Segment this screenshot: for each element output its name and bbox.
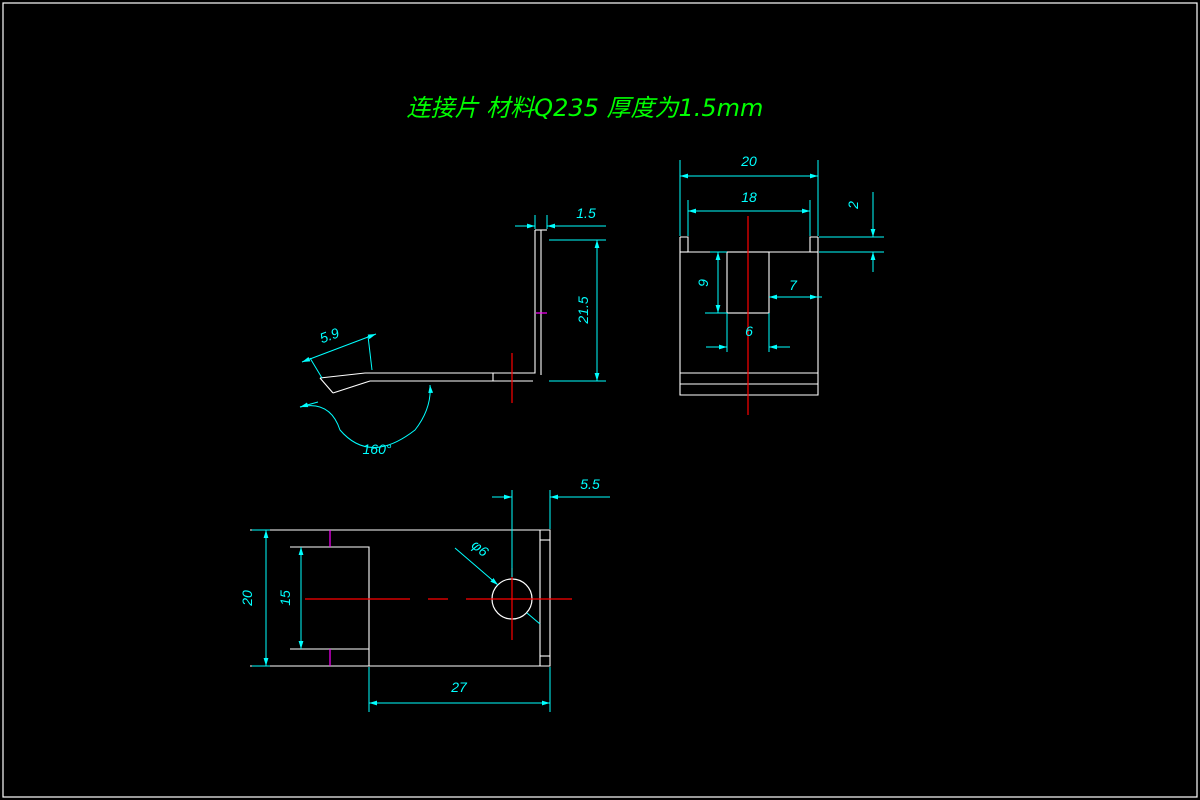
front-dim-inner-lines <box>687 200 811 236</box>
front-view-outline <box>679 236 819 396</box>
side-dim-thickness-label: 1.5 <box>576 205 596 221</box>
front-dim-slot-width-label: 6 <box>745 323 753 339</box>
top-dim-inner-height-label: 15 <box>277 590 293 606</box>
side-dim-angle-arc <box>299 384 434 448</box>
top-dim-hole-diameter-label: φ6 <box>469 537 492 560</box>
front-dim-slot-height-lines <box>705 251 727 314</box>
front-dim-step-label: 2 <box>845 201 861 210</box>
side-view: 1.5 21.5 5.9 160° <box>299 205 606 457</box>
front-dim-slot-height-label: 9 <box>695 279 711 287</box>
drawing-title: 连接片 材料Q235 厚度为1.5mm <box>407 94 764 122</box>
front-dim-slot-width-lines <box>706 313 790 352</box>
top-dim-hole-leader <box>454 547 499 586</box>
top-dim-hole-offset-label: 5.5 <box>580 476 600 492</box>
top-dim-length-lines <box>368 667 551 712</box>
front-dim-step-lines <box>819 192 884 272</box>
front-dim-outer-label: 20 <box>740 153 757 169</box>
side-dim-thickness-lines <box>515 215 606 229</box>
top-dim-outer-height-lines <box>252 529 270 667</box>
side-view-outline <box>319 229 547 394</box>
side-dim-height-label: 21.5 <box>575 296 591 324</box>
top-dim-length-label: 27 <box>450 679 468 695</box>
top-view-outline <box>250 529 551 667</box>
top-dim-outer-height-label: 20 <box>239 590 255 607</box>
front-view: 20 18 2 9 7 <box>679 153 884 415</box>
front-dim-inner-label: 18 <box>741 189 757 205</box>
side-dim-angle-label: 160° <box>363 441 392 457</box>
top-dim-hole-offset-lines <box>492 490 610 577</box>
top-view-center-lines <box>305 568 572 640</box>
top-view: 5.5 φ6 20 15 27 <box>239 476 610 712</box>
side-dim-tab-lines <box>301 333 377 379</box>
side-dim-height-lines <box>549 239 606 382</box>
front-dim-outer-lines <box>679 160 819 236</box>
front-dim-slot-offset-label: 7 <box>789 277 798 293</box>
side-dim-tab-label: 5.9 <box>317 324 341 346</box>
